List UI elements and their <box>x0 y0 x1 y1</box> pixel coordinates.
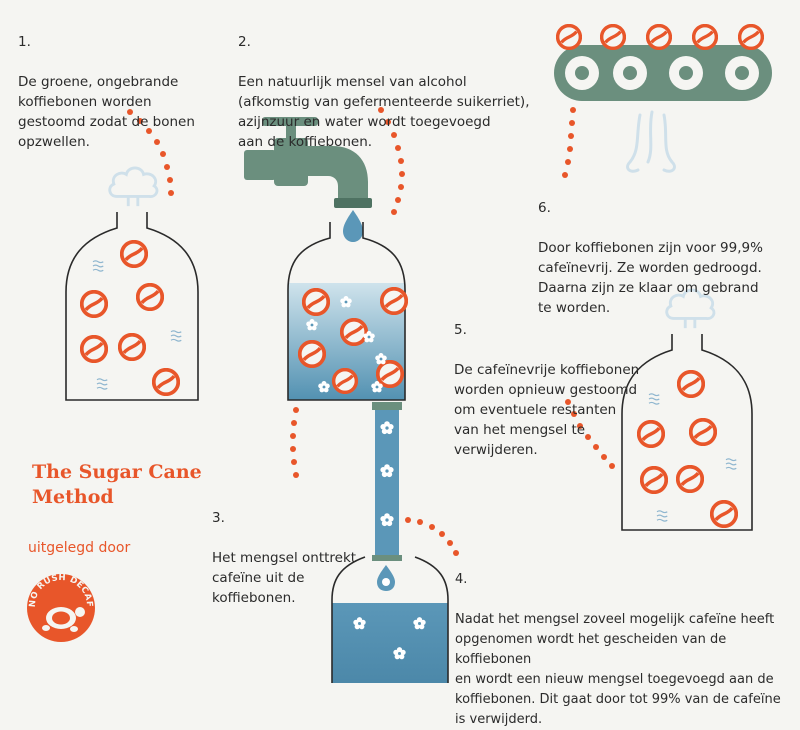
step-4-text: 4. Nadat het mengsel zoveel mogelijk caf… <box>455 550 800 730</box>
step-description: Nadat het mengsel zoveel mogelijk cafeïn… <box>455 612 781 727</box>
turtle-logo-icon: NO RUSH DECAF <box>27 573 95 642</box>
diagram-title: The Sugar Cane Method <box>32 461 202 508</box>
glass-jar-icon <box>65 212 199 401</box>
step-description: Een natuurlijk mensel van alcohol (afkom… <box>238 74 530 150</box>
dotted-pointer <box>290 407 299 478</box>
steam-vapor-icon <box>626 110 676 173</box>
step-description: De groene, ongebrande koffiebonen worden… <box>18 74 195 150</box>
dotted-pointer <box>562 107 576 178</box>
step-number: 2. <box>238 34 251 50</box>
conveyor-belt-icon <box>554 45 772 101</box>
step-number: 3. <box>212 510 225 526</box>
glass-jar-icon <box>621 334 753 531</box>
step-description: Door koffiebonen zijn voor 99,9% cafeïne… <box>538 240 763 316</box>
step-number: 6. <box>538 200 551 216</box>
step-5-text: 5. De cafeïnevrije koffiebonen worden op… <box>454 300 639 460</box>
step-2-text: 2. Een natuurlijk mensel van alcohol (af… <box>238 12 529 152</box>
step-6-text: 6. Door koffiebonen zijn voor 99,9% cafe… <box>538 178 763 318</box>
water-tap-icon <box>244 117 372 208</box>
dotted-pointer <box>378 107 405 215</box>
process-illustration: NO RUSH DECAF <box>27 24 772 683</box>
water-drop-icon <box>377 565 395 591</box>
step-description: Het mengsel onttrekt cafeïne uit de koff… <box>212 550 357 606</box>
step-description: De cafeïnevrije koffiebonen worden opnie… <box>454 362 640 458</box>
drain-pipe <box>372 402 402 561</box>
step-number: 4. <box>455 572 468 587</box>
water-drop-icon <box>343 210 363 242</box>
dotted-pointer <box>405 517 459 556</box>
dotted-pointer <box>127 109 174 196</box>
steam-cloud-icon <box>108 166 159 208</box>
byline: uitgelegd door <box>28 540 131 556</box>
step-number: 5. <box>454 322 467 338</box>
step-3-text: 3. Het mengsel onttrekt cafeïne uit de k… <box>212 488 356 608</box>
glass-jar-icon <box>331 556 449 683</box>
dotted-pointer <box>565 399 615 469</box>
coffee-bean-icon <box>556 24 764 50</box>
step-1-text: 1. De groene, ongebrande koffiebonen wor… <box>18 12 195 152</box>
step-number: 1. <box>18 34 31 50</box>
